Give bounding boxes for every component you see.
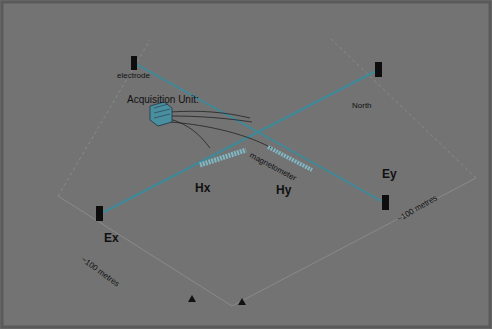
- label: Ex: [104, 232, 119, 244]
- electrodes: [96, 56, 389, 221]
- label: North: [352, 102, 372, 110]
- acquisition-unit: [150, 102, 172, 126]
- label: Hy: [276, 184, 291, 196]
- wires: [170, 111, 275, 150]
- label: Acquisition Unit:: [127, 95, 199, 105]
- cable: [100, 70, 378, 214]
- marker: [188, 295, 196, 302]
- marker: [238, 298, 246, 305]
- label: Ey: [382, 168, 397, 180]
- magnetometer-hx: [200, 150, 246, 165]
- ground-plane: [58, 38, 476, 306]
- label: electrode: [117, 72, 150, 80]
- label: Hx: [195, 182, 210, 194]
- frame: [2, 2, 490, 327]
